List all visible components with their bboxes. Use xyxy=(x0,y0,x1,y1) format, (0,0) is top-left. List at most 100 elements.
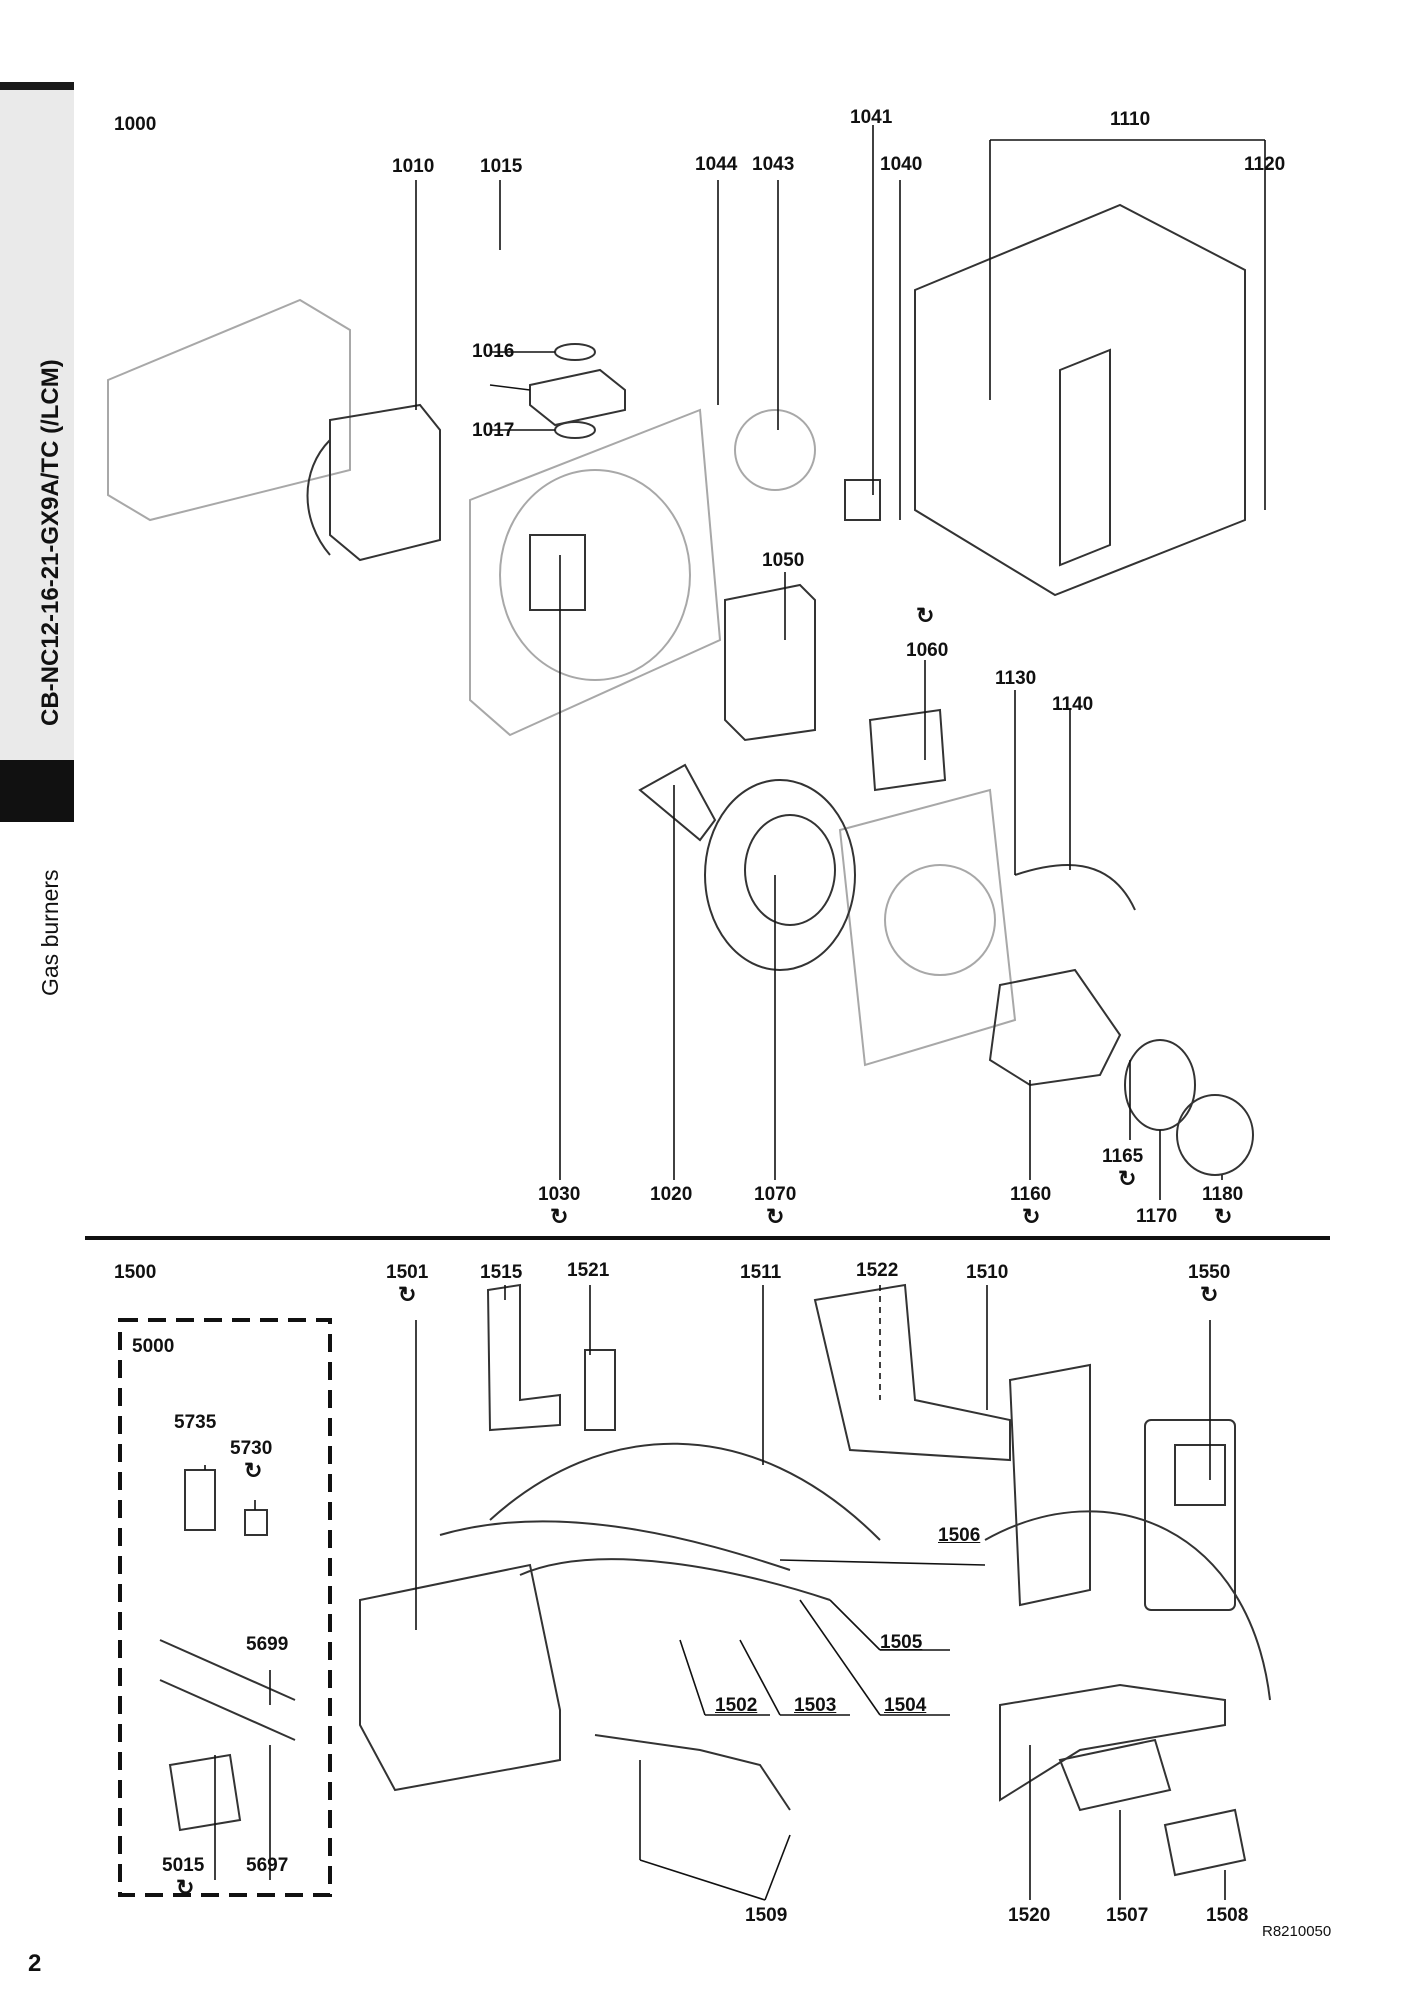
part-1170 xyxy=(1124,1039,1196,1131)
label-1515: 1515 xyxy=(480,1262,523,1283)
cycle-icon-1060: ↻ xyxy=(916,603,935,628)
part-1050 xyxy=(724,583,816,742)
part-1016 xyxy=(529,368,626,427)
label-1180: 1180 xyxy=(1202,1184,1244,1205)
air-damper-ghost xyxy=(734,409,816,491)
cycle-icon-1550: ↻ xyxy=(1200,1282,1219,1307)
label-1110: 1110 xyxy=(1110,109,1151,130)
part-1510-bracket xyxy=(813,1283,1011,1462)
label-1044: 1044 xyxy=(695,154,738,175)
label-1550: 1550 xyxy=(1188,1262,1231,1283)
cycle-icon-5730: ↻ xyxy=(244,1458,263,1483)
cable-1520 xyxy=(984,1510,1271,1701)
part-5735 xyxy=(184,1469,216,1531)
part-1510-frame xyxy=(1008,1363,1091,1607)
label-1010: 1010 xyxy=(392,156,435,177)
part-1140 xyxy=(1014,863,1136,911)
part-1016-oring xyxy=(554,343,596,361)
label-1030: 1030 xyxy=(538,1184,581,1205)
label-1041: 1041 xyxy=(850,107,893,128)
cycle-icon-5015: ↻ xyxy=(176,1875,195,1900)
page-number: 2 xyxy=(28,1950,42,1977)
sidebar-black-tab xyxy=(0,760,74,822)
part-1110-cover xyxy=(914,203,1246,597)
part-1070-hub xyxy=(744,814,836,926)
label-1520: 1520 xyxy=(1008,1905,1051,1926)
cycle-icon-1160: ↻ xyxy=(1022,1204,1041,1229)
label-1503: 1503 xyxy=(794,1695,837,1716)
label-1040: 1040 xyxy=(880,154,923,175)
cable-1511 xyxy=(489,1442,881,1541)
label-5735: 5735 xyxy=(174,1412,217,1433)
label-1509: 1509 xyxy=(745,1905,788,1926)
part-1180 xyxy=(1176,1094,1254,1176)
label-1500: 1500 xyxy=(114,1262,157,1283)
label-1016: 1016 xyxy=(472,341,515,362)
part-1521 xyxy=(584,1349,616,1431)
label-1504: 1504 xyxy=(884,1695,927,1716)
label-1507: 1507 xyxy=(1106,1905,1149,1926)
label-1120: 1120 xyxy=(1244,154,1286,175)
cycle-icon-1180: ↻ xyxy=(1214,1204,1233,1229)
cycle-icon-1501: ↻ xyxy=(398,1282,417,1307)
label-1165: 1165 xyxy=(1102,1146,1144,1167)
label-1130: 1130 xyxy=(995,668,1037,689)
part-1020 xyxy=(638,763,717,842)
housing-left-ghost xyxy=(107,298,351,522)
label-1502: 1502 xyxy=(715,1695,758,1716)
label-1522: 1522 xyxy=(856,1260,899,1281)
label-1060: 1060 xyxy=(906,640,949,661)
label-1506: 1506 xyxy=(938,1525,981,1546)
part-1550-display xyxy=(1144,1419,1236,1611)
sidebar-background xyxy=(0,82,74,760)
part-1508 xyxy=(1163,1808,1247,1877)
part-1520 xyxy=(999,1683,1226,1802)
label-5000: 5000 xyxy=(132,1336,175,1357)
label-1511: 1511 xyxy=(740,1262,782,1283)
cable-1506 xyxy=(439,1520,791,1571)
label-1170: 1170 xyxy=(1136,1206,1178,1227)
part-1160 xyxy=(988,968,1122,1087)
part-1070-wheel xyxy=(704,779,856,971)
cycle-icon-1165: ↻ xyxy=(1118,1166,1137,1191)
sidebar-top-rule xyxy=(0,82,74,90)
part-1507 xyxy=(1058,1738,1172,1812)
label-5730: 5730 xyxy=(230,1438,273,1459)
label-1015: 1015 xyxy=(480,156,523,177)
label-1070: 1070 xyxy=(754,1184,797,1205)
part-1060 xyxy=(868,708,947,792)
part-1110-window xyxy=(1059,348,1111,567)
label-1043: 1043 xyxy=(752,154,795,175)
cycle-icon-1030: ↻ xyxy=(550,1204,569,1229)
drawing-reference: R8210050 xyxy=(1262,1923,1332,1940)
plate-hole-ghost xyxy=(884,864,996,976)
part-1017-oring xyxy=(554,421,596,439)
label-1017: 1017 xyxy=(472,420,515,441)
label-1505: 1505 xyxy=(880,1632,923,1653)
label-1510: 1510 xyxy=(966,1262,1009,1283)
label-1000: 1000 xyxy=(114,114,157,135)
part-5697 xyxy=(159,1679,296,1741)
label-5015: 5015 xyxy=(162,1855,205,1876)
part-5730 xyxy=(244,1509,268,1536)
part-5699 xyxy=(159,1639,296,1701)
label-1508: 1508 xyxy=(1206,1905,1249,1926)
part-1010 xyxy=(329,403,441,562)
label-1501: 1501 xyxy=(386,1262,429,1283)
label-5697: 5697 xyxy=(246,1855,289,1876)
cable-1509 xyxy=(594,1734,791,1811)
part-1010-cable xyxy=(306,439,331,556)
cycle-icon-1070: ↻ xyxy=(766,1204,785,1229)
kit-5000-box xyxy=(118,1318,332,1897)
label-1160: 1160 xyxy=(1010,1184,1052,1205)
cable-1505 xyxy=(519,1558,831,1601)
part-5015 xyxy=(168,1753,242,1832)
part-1515 xyxy=(486,1283,561,1432)
part-1030 xyxy=(529,534,586,611)
label-1050: 1050 xyxy=(762,550,805,571)
mounting-plate-ghost xyxy=(838,788,1017,1067)
label-1521: 1521 xyxy=(567,1260,610,1281)
housing-main-ghost xyxy=(469,408,722,737)
label-1020: 1020 xyxy=(650,1184,693,1205)
label-1140: 1140 xyxy=(1052,694,1094,715)
